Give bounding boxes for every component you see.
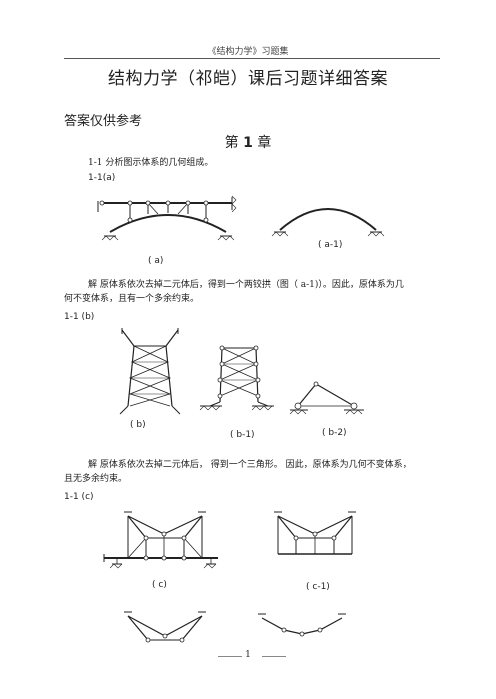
section-b-label: 1-1 (b) xyxy=(64,312,95,322)
figure-c1 xyxy=(274,511,356,555)
caption-c: ( c) xyxy=(152,580,167,590)
figure-c2 xyxy=(124,611,206,643)
caption-b1: ( b-1) xyxy=(230,430,255,440)
page-number: 1 xyxy=(245,650,251,660)
footer-rule-left xyxy=(218,656,242,657)
caption-c1: ( c-1) xyxy=(306,582,330,592)
figure-a xyxy=(97,195,237,241)
caption-a1: ( a-1) xyxy=(318,240,343,250)
caption-a: ( a) xyxy=(148,256,164,266)
solution-b-line-2: 且无多余约束。 xyxy=(64,474,128,484)
figure-a1 xyxy=(271,208,385,237)
problem-intro: 1-1 分析图示体系的几何组成。 xyxy=(88,158,214,168)
caption-b2: ( b-2) xyxy=(322,428,347,438)
footer-rule-right xyxy=(262,656,286,657)
chapter-suffix: 章 xyxy=(257,135,272,151)
chapter-heading: 第 1 章 xyxy=(0,132,496,152)
figure-c3 xyxy=(258,613,346,637)
caption-b: ( b) xyxy=(130,420,146,430)
section-a-label: 1-1(a) xyxy=(88,173,116,183)
section-c-label: 1-1 (c) xyxy=(64,492,94,502)
figure-c xyxy=(103,511,218,569)
running-header: 《结构力学》习题集 xyxy=(207,47,289,57)
reference-note: 答案仅供参考 xyxy=(64,114,143,129)
figure-b xyxy=(119,328,181,415)
figure-b2 xyxy=(289,381,364,415)
header-rule xyxy=(64,58,440,59)
chapter-number: 1 xyxy=(243,135,253,151)
solution-a-line-2: 何不变体系，且有一个多余约束。 xyxy=(64,294,200,304)
solution-a-line-1: 解 原体系依次去掉二元体后，得到一个两铰拱（图（ a-1)）。因此，原体系为几 xyxy=(88,280,404,290)
document-title: 结构力学（祁皑）课后习题详细答案 xyxy=(108,69,388,89)
solution-b-line-1: 解 原体系依次去掉二元体后， 得到一个三角形。 因此，原体系为几何不变体系， xyxy=(88,460,412,470)
chapter-prefix: 第 xyxy=(224,135,239,151)
figure-b1 xyxy=(199,345,274,411)
